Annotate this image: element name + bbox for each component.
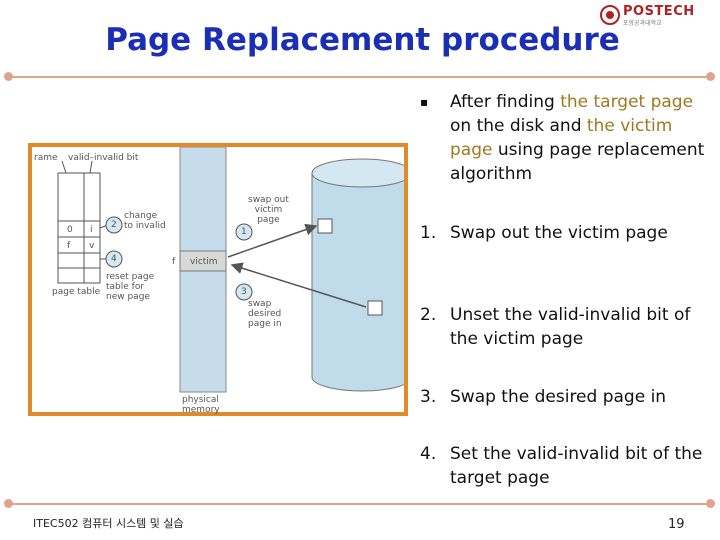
swap-out-line-2: victim	[254, 205, 283, 215]
bottom-rule-dot-left	[4, 499, 13, 508]
diagram-graphics	[57, 147, 404, 393]
table-row-frame-2: f	[67, 241, 71, 251]
page-table-label: page table	[52, 287, 101, 297]
swap-desired-label: swap desired page in	[248, 299, 282, 329]
table-row-bit: i	[90, 225, 93, 235]
top-rule	[8, 76, 712, 78]
swap-out-line-1: swap out	[248, 195, 289, 205]
intro-mid: on the disk and	[450, 116, 587, 136]
swap-out-label: swap out victim page	[248, 195, 289, 225]
step-number: 4.	[420, 444, 437, 464]
swap-desired-line-3: page in	[248, 319, 282, 329]
frame-column-label: rame	[34, 153, 58, 163]
intro-highlight-target: the target page	[560, 92, 694, 112]
step-text: Unset the valid-invalid bit of the victi…	[450, 305, 691, 349]
table-row-frame: 0	[67, 225, 73, 235]
reset-line-3: new page	[106, 292, 150, 302]
table-row-bit-2: v	[89, 241, 95, 251]
step-3-number: 3	[241, 287, 247, 297]
intro-highlight-victim: the victim page	[450, 116, 673, 160]
top-rule-dot-left	[4, 72, 13, 81]
square-bullet-icon: ▪	[420, 95, 429, 109]
change-line-2: to invalid	[124, 221, 166, 231]
step-text: Set the valid-invalid bit of the target …	[450, 444, 703, 488]
top-rule-dot-right	[706, 72, 715, 81]
logo-subtext: 포항공과대학교	[623, 20, 662, 27]
swap-out-line-3: page	[257, 215, 280, 225]
reset-line-2: table for	[106, 282, 145, 292]
course-footer: ITEC502 컴퓨터 시스템 및 실습	[33, 517, 184, 530]
step-number: 1.	[420, 223, 437, 243]
posytech-logo: POSTECH 포항공과대학교	[599, 4, 695, 27]
victim-label: victim	[190, 257, 218, 267]
valid-invalid-bit-label: valid–invalid bit	[68, 153, 139, 163]
logo-emblem-icon	[600, 5, 620, 25]
intro-pre: After finding	[450, 92, 561, 112]
physical-line-1: physical	[182, 395, 219, 405]
reset-page-table-label: reset page table for new page	[106, 272, 154, 302]
page-number: 19	[668, 517, 685, 532]
change-line-1: change	[124, 211, 158, 221]
frame-f-label: f	[172, 257, 176, 267]
page-replacement-diagram: rame valid–invalid bit 0 i f v page tabl…	[28, 143, 408, 416]
step-text: Swap out the victim page	[450, 223, 668, 243]
step-4-number: 4	[111, 254, 117, 264]
step-number: 3.	[420, 387, 437, 407]
intro-post: using page replacement algorithm	[450, 140, 705, 184]
page-title: Page Replacement procedure	[105, 22, 620, 58]
step-1-number: 1	[241, 227, 247, 237]
intro-text: After finding the target page on the dis…	[450, 90, 710, 186]
swap-desired-line-1: swap	[248, 299, 272, 309]
step-2-number: 2	[111, 220, 117, 230]
bottom-rule-dot-right	[706, 499, 715, 508]
reset-line-1: reset page	[106, 272, 155, 282]
bottom-rule	[8, 503, 712, 505]
swap-desired-line-2: desired	[248, 309, 282, 319]
step-text: Swap the desired page in	[450, 387, 667, 407]
logo-text: POSTECH	[623, 4, 695, 19]
change-to-invalid-label: change to invalid	[124, 211, 166, 231]
physical-memory-label: physical memory	[182, 395, 220, 415]
physical-line-2: memory	[182, 405, 220, 415]
step-number: 2.	[420, 305, 437, 325]
